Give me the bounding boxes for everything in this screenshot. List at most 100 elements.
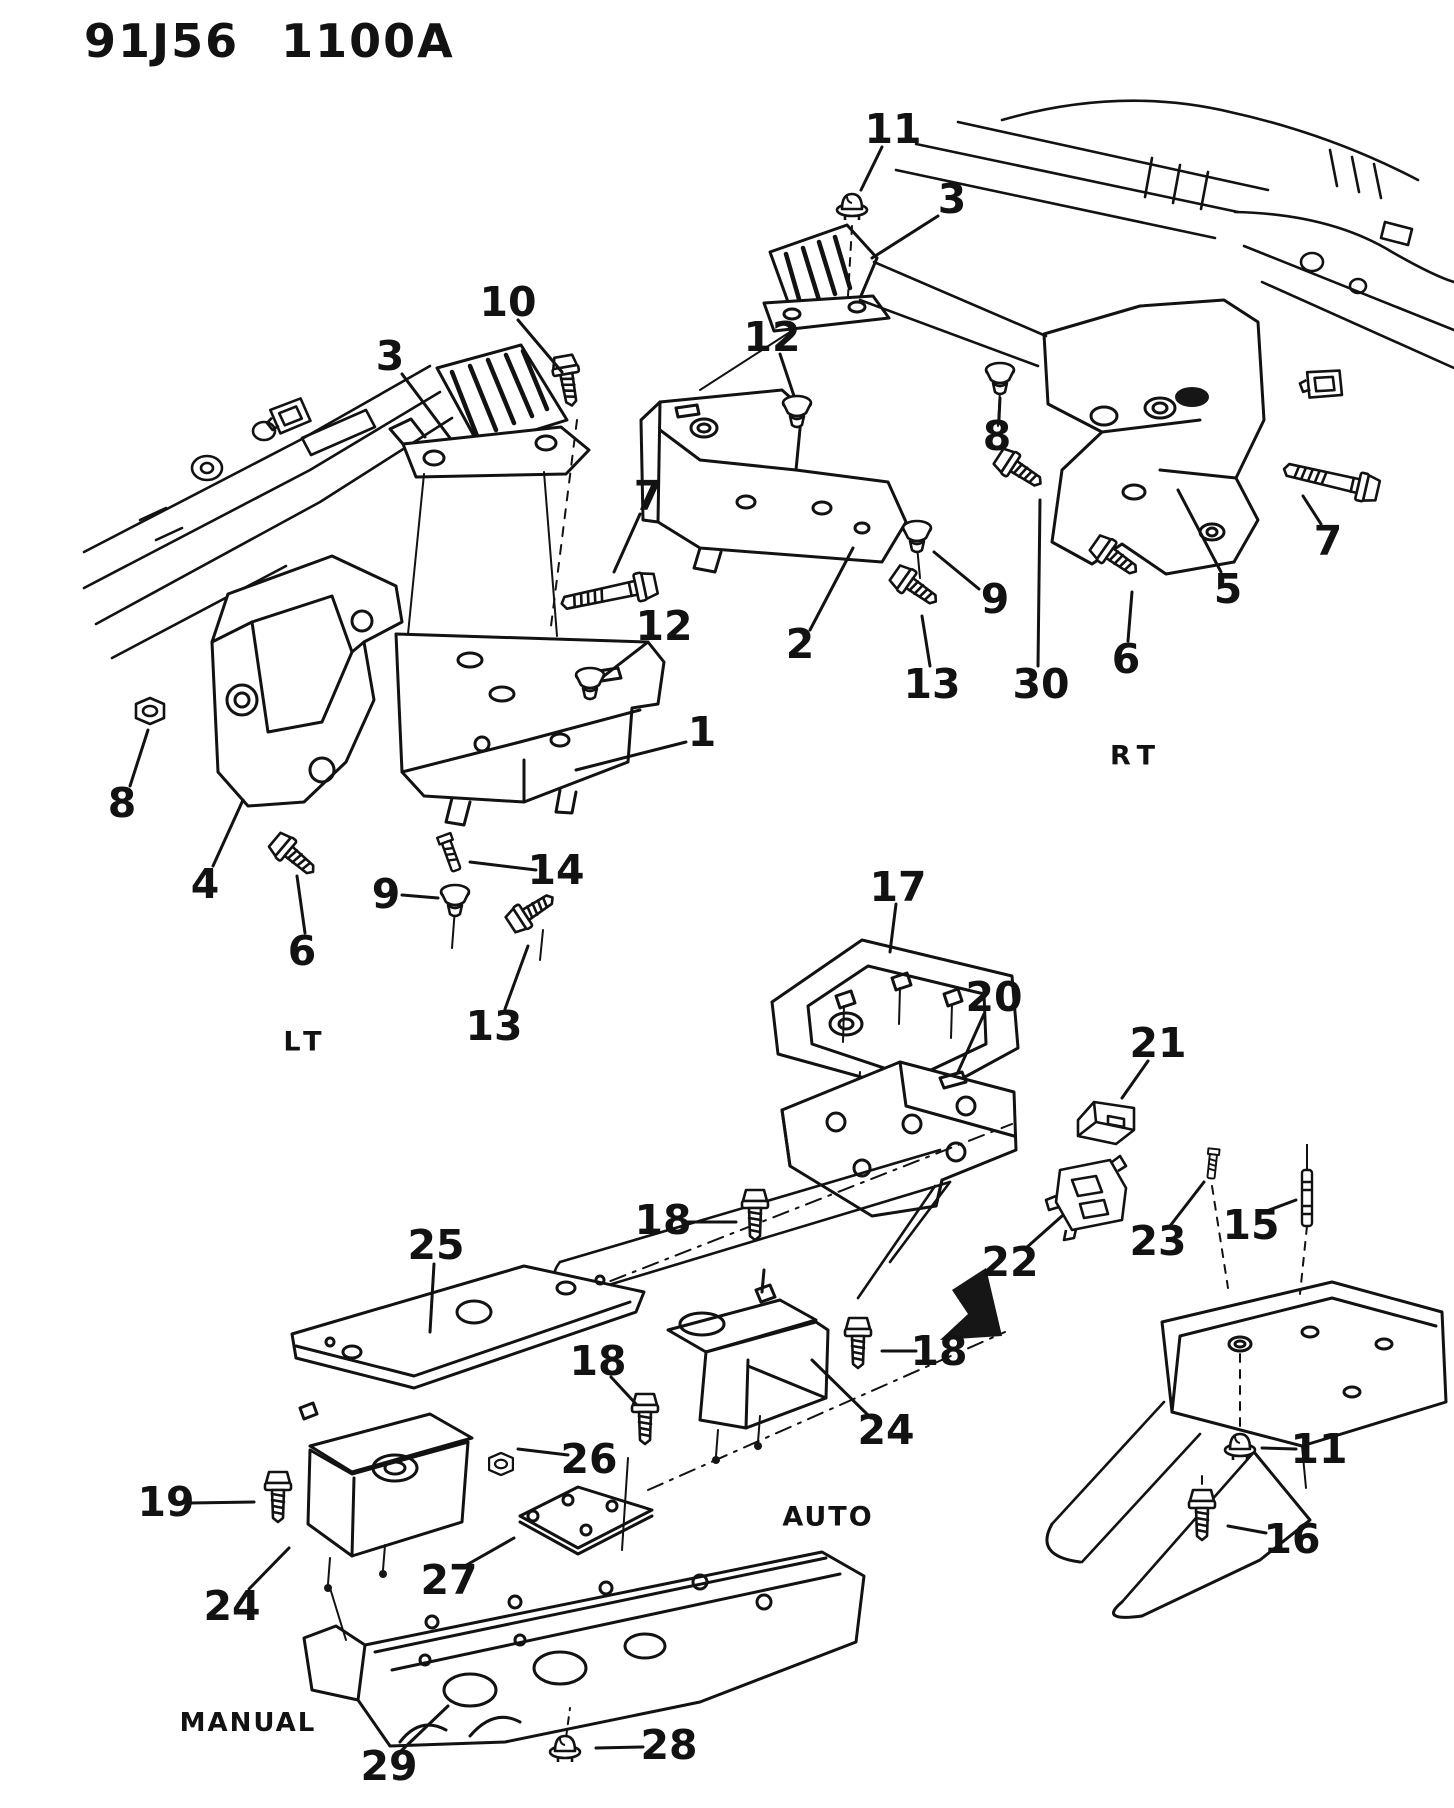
- grommet-part-glyph-8-rt: [984, 361, 1016, 396]
- pin-part-glyph-15: [1300, 1142, 1314, 1228]
- relay-part-glyph-22: [1044, 1154, 1128, 1242]
- leader-line-22: [1024, 1214, 1064, 1250]
- callout-number-10: 10: [479, 278, 536, 326]
- callout-number-3-lt: 3: [376, 332, 405, 380]
- clip-part-glyph-clip-lt: [262, 396, 314, 437]
- leader-line-26: [516, 1447, 570, 1457]
- callout-number-21: 21: [1129, 1019, 1186, 1067]
- callout-number-7-rt: 7: [1314, 517, 1343, 565]
- leader-line-13-rt: [920, 614, 932, 668]
- callout-number-9-rt: 9: [981, 575, 1010, 623]
- callout-number-17: 17: [869, 863, 926, 911]
- leader-lines-layer: [128, 145, 1323, 1753]
- page-header: 91J56 1100A: [84, 14, 455, 68]
- callout-number-30: 30: [1012, 660, 1069, 708]
- bolt-part-glyph-6-lt: [265, 828, 323, 884]
- callout-number-12-lt: 12: [635, 602, 692, 650]
- bolt-part-glyph-18-c: [843, 1316, 873, 1370]
- drawing-page-code: 1100A: [281, 14, 455, 68]
- leader-line-8-lt: [128, 728, 150, 788]
- leader-line-19: [188, 1500, 256, 1505]
- leader-line-5: [1176, 488, 1223, 574]
- leader-line-7-rt: [1301, 494, 1323, 526]
- callout-number-8-rt: 8: [983, 412, 1012, 460]
- callout-number-13-rt: 13: [903, 660, 960, 708]
- leader-line-11-low: [1260, 1446, 1298, 1451]
- bolt-part-glyph-18-b: [630, 1392, 660, 1446]
- leader-line-7-lt: [612, 512, 642, 574]
- grommet-part-glyph-9-rt: [901, 519, 933, 554]
- callout-number-28: 28: [640, 1721, 697, 1769]
- stud-part-glyph-14: [436, 831, 465, 874]
- leader-line-24-a: [810, 1358, 873, 1420]
- stud-part-glyph-23: [1204, 1147, 1221, 1180]
- auto-insulator: [770, 938, 1020, 1139]
- manual-trans-mount: [298, 1401, 474, 1592]
- rt-pedestal-mount: [858, 260, 1266, 576]
- callout-number-23: 23: [1129, 1217, 1186, 1265]
- nut-part-glyph-8-lt: [134, 696, 166, 726]
- callout-number-29: 29: [360, 1742, 417, 1790]
- callout-number-1: 1: [688, 708, 717, 756]
- callout-number-22: 22: [981, 1238, 1038, 1286]
- callout-number-4: 4: [191, 860, 220, 908]
- leader-line-28: [594, 1745, 645, 1750]
- callout-number-3-rt: 3: [938, 175, 967, 223]
- section-label-rt: RT: [1110, 741, 1162, 772]
- capnut-part-glyph-28: [548, 1734, 582, 1764]
- capnut-part-glyph-11-rt: [835, 192, 869, 222]
- manual-shim-plate: [518, 1457, 654, 1556]
- bolt-part-glyph-18-a: [740, 1188, 770, 1242]
- callout-number-26: 26: [560, 1435, 617, 1483]
- leader-line-1: [574, 740, 688, 772]
- callout-number-6-lt: 6: [288, 927, 317, 975]
- callout-number-5: 5: [1214, 565, 1243, 613]
- callout-number-27: 27: [420, 1556, 477, 1604]
- nut-part-glyph-26: [487, 1451, 515, 1477]
- leader-line-24-b: [247, 1546, 291, 1591]
- auto-bracket: [780, 1060, 1018, 1218]
- leader-line-9-lt: [400, 893, 440, 900]
- auto-trans-mount: [666, 1268, 830, 1464]
- leader-line-3-lt: [400, 372, 452, 440]
- bolt-part-glyph-19: [263, 1470, 293, 1524]
- leader-line-2: [808, 546, 855, 632]
- callout-number-18-b: 18: [569, 1337, 626, 1385]
- rear-crossmember: [1045, 1185, 1448, 1619]
- callout-number-11-low: 11: [1290, 1425, 1347, 1473]
- callout-number-13-lt: 13: [465, 1002, 522, 1050]
- callout-number-20: 20: [965, 973, 1022, 1021]
- rt-adapter-bracket: [639, 331, 1001, 579]
- callout-number-8-lt: 8: [108, 779, 137, 827]
- leader-line-3-rt: [870, 214, 940, 260]
- leader-line-20: [956, 1012, 986, 1074]
- callout-number-24-a: 24: [857, 1406, 914, 1454]
- callout-number-9-lt: 9: [372, 870, 401, 918]
- callout-number-19: 19: [137, 1478, 194, 1526]
- rt-engine-rail: [894, 99, 1454, 370]
- section-label-lt: LT: [283, 1027, 328, 1058]
- section-label-auto: AUTO: [782, 1502, 873, 1533]
- callout-number-18-a: 18: [634, 1196, 691, 1244]
- lt-engine-mount: [388, 343, 591, 479]
- leader-line-8-rt: [997, 396, 1002, 421]
- section-label-manual: MANUAL: [180, 1708, 317, 1738]
- leader-line-29: [399, 1704, 450, 1753]
- callout-number-25: 25: [407, 1221, 464, 1269]
- leader-line-9-rt: [932, 550, 981, 591]
- leader-line-12-lt: [602, 640, 650, 678]
- leader-line-16: [1226, 1524, 1268, 1535]
- boltlong-part-glyph-7-rt: [1279, 454, 1383, 506]
- manual-plate: [290, 1264, 646, 1390]
- drawing-part-code: 91J56: [84, 14, 240, 68]
- leader-line-12-rt: [778, 352, 796, 398]
- leader-line-11-rt: [859, 145, 884, 192]
- leader-line-4: [211, 798, 245, 868]
- cube-part-glyph-21: [1076, 1100, 1136, 1146]
- callout-number-7-lt: 7: [634, 472, 663, 520]
- leader-line-30: [1036, 498, 1042, 668]
- leader-line-21: [1120, 1059, 1150, 1100]
- callout-number-6-rt: 6: [1112, 635, 1141, 683]
- leader-line-27: [461, 1536, 516, 1569]
